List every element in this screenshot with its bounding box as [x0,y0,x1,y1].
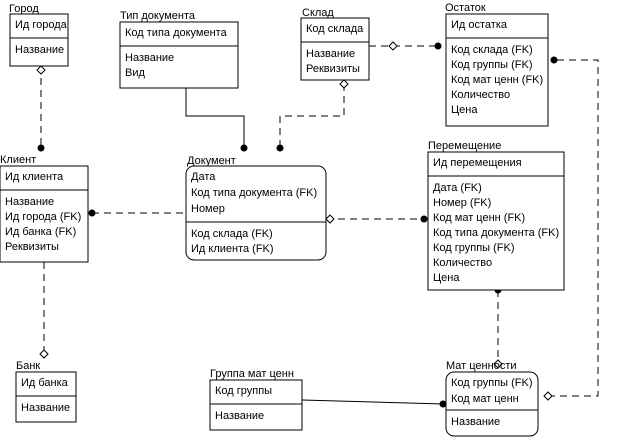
entity-key-field: Ид банка [21,377,69,389]
rel-gorod-klient-dot-icon [37,144,45,152]
entity-title: Мат ценности [446,360,517,372]
rel-gruppa-matcennosti-line [301,399,445,405]
entity-box [300,17,370,81]
entity-title: Тип документа [120,10,196,22]
entity-title: Документ [187,155,236,167]
entity-key-field: Код типа документа (FK) [191,187,317,199]
entity-attribute-field: Ид банка (FK) [5,226,76,238]
entity-box [9,13,69,67]
entity-key-field: Ид города [15,19,68,31]
entity-attribute-field: Код типа документа (FK) [433,227,559,239]
entity-title: Группа мат ценн [210,368,294,380]
rel-sklad-dokument-line [279,84,345,148]
rel-gruppa-matcennosti-dot-icon [439,400,447,408]
entity-attribute-field: Код мат ценн (FK) [433,212,525,224]
rel-sklad-dokument-dot-icon [276,144,284,152]
entity-title: Остаток [445,2,486,14]
rel-tip-dokument-dot-icon [240,144,248,152]
rel-matcennosti-ostatok-line [548,59,599,397]
entity-key-field: Ид остатка [451,19,508,31]
entity-key-field: Номер [191,203,225,215]
entity-box [0,165,89,263]
entity-attribute-field: Название [15,44,64,56]
entity-attribute-field: Дата (FK) [433,182,482,194]
rel-klient-dokument-dot-icon [88,209,96,217]
entity-box [445,13,549,127]
entity-attribute-field: Ид города (FK) [5,211,81,223]
entity-key-field: Дата [191,171,216,183]
entity-attribute-field: Код склада (FK) [191,228,273,240]
entity-title: Банк [16,360,40,372]
entity-attribute-field: Реквизиты [5,241,59,253]
rel-klient-bank-diamond-icon [39,349,49,359]
rel-sklad-dokument-diamond-icon [339,79,349,89]
rel-dokument-peremeshenie-diamond-icon [325,214,335,224]
entity-box [427,151,565,291]
rel-dokument-peremeshenie-dot-icon [420,215,428,223]
rel-sklad-ostatok-diamond-icon [388,41,398,51]
entity-box [209,379,303,431]
rel-sklad-ostatok-dot-icon [434,42,442,50]
entity-attribute-field: Цена [451,104,478,116]
entity-attribute-field: Название [306,48,355,60]
rel-tip-dokument-line [185,88,245,148]
entity-attribute-field: Количество [451,89,510,101]
entity-box [119,21,239,89]
entity-key-field: Код типа документа [125,27,228,39]
entity-attribute-field: Название [215,410,264,422]
rel-matcennosti-ostatok-diamond-icon [543,391,553,401]
entity-attribute-field: Реквизиты [306,63,360,75]
entity-attribute-field: Название [21,402,70,414]
entity-box [445,371,539,437]
entity-attribute-field: Ид клиента (FK) [191,243,274,255]
entity-attribute-field: Вид [125,67,145,79]
entity-key-field: Код группы (FK) [451,377,533,389]
entity-title: Склад [302,7,334,19]
entity-attribute-field: Название [451,416,500,428]
entity-title: Перемещение [428,140,501,152]
entity-box [185,165,327,261]
rel-matcennosti-ostatok-dot-icon [550,56,558,64]
entity-attribute-field: Название [125,52,174,64]
entity-attribute-field: Код группы (FK) [433,242,515,254]
entity-box [15,371,77,423]
rel-matcennosti-peremeshenie-diamond-icon [493,359,503,369]
entity-attribute-field: Количество [433,257,492,269]
entity-key-field: Код мат ценн [451,393,519,405]
rel-gorod-klient-diamond-icon [36,65,46,75]
entity-attribute-field: Номер (FK) [433,197,491,209]
entity-attribute-field: Название [5,196,54,208]
entity-title: Город [9,3,39,15]
entity-attribute-field: Цена [433,272,460,284]
entity-title: Клиент [0,154,36,166]
entity-attribute-field: Код группы (FK) [451,59,533,71]
entity-attribute-field: Код склада (FK) [451,44,533,56]
entity-attribute-field: Код мат ценн (FK) [451,74,543,86]
entity-key-field: Код группы [215,385,272,397]
entity-key-field: Ид клиента [5,171,64,183]
entity-key-field: Ид перемещения [433,157,522,169]
entity-key-field: Код склада [306,23,364,35]
